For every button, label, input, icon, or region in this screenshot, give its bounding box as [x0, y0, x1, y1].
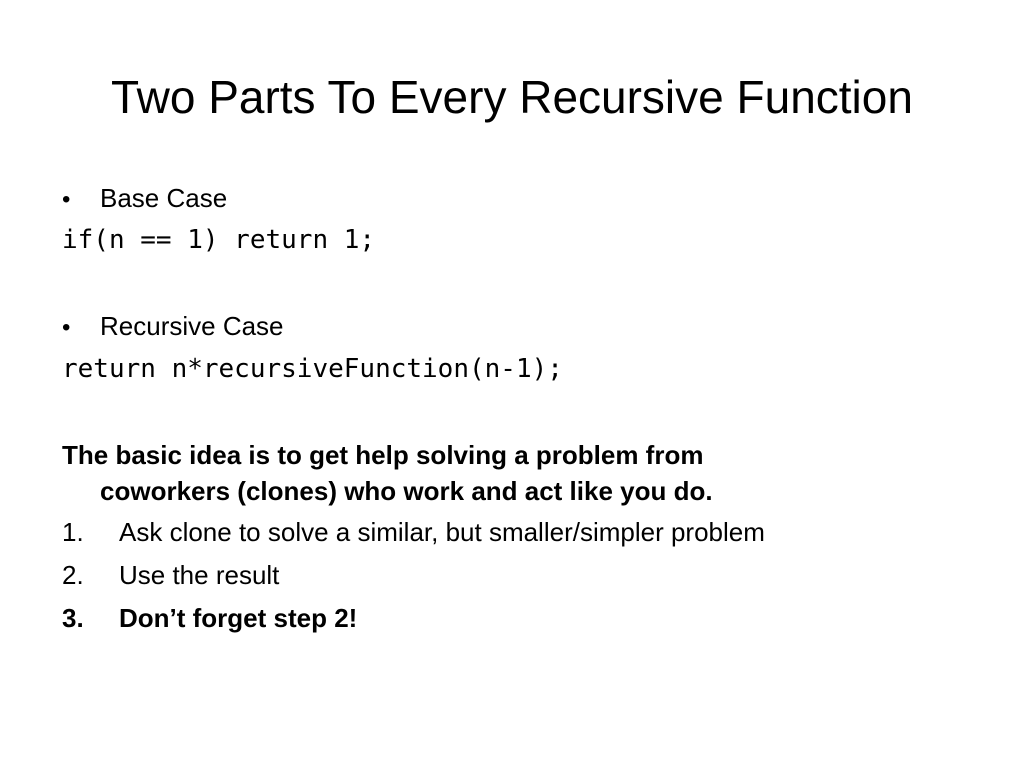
step-text: Don’t forget step 2!: [119, 603, 358, 633]
step-item: 1. Ask clone to solve a similar, but smal…: [62, 514, 765, 550]
bullet-label: Base Case: [100, 183, 228, 213]
step-text: Use the result: [119, 560, 280, 590]
basic-idea-paragraph: The basic idea is to get help solving a …: [62, 437, 922, 509]
bullet-icon: •: [62, 314, 71, 341]
step-number: 2.: [62, 560, 84, 590]
paragraph-line-1: The basic idea is to get help solving a …: [62, 440, 704, 470]
slide-title: Two Parts To Every Recursive Function: [111, 71, 913, 123]
bullet-label: Recursive Case: [100, 311, 284, 341]
step-text: Ask clone to solve a similar, but smalle…: [119, 517, 765, 547]
code-base-case: if(n == 1) return 1;: [62, 225, 376, 255]
bullet-base-case: • Base Case: [62, 180, 227, 218]
code-recursive-case: return n*recursiveFunction(n-1);: [62, 354, 563, 384]
paragraph-line-2: coworkers (clones) who work and act like…: [100, 476, 713, 506]
step-number: 3.: [62, 603, 84, 633]
step-item: 2. Use the result: [62, 557, 279, 593]
bullet-icon: •: [62, 186, 71, 213]
step-number: 1.: [62, 517, 84, 547]
step-item: 3. Don’t forget step 2!: [62, 600, 357, 636]
bullet-recursive-case: • Recursive Case: [62, 308, 284, 346]
